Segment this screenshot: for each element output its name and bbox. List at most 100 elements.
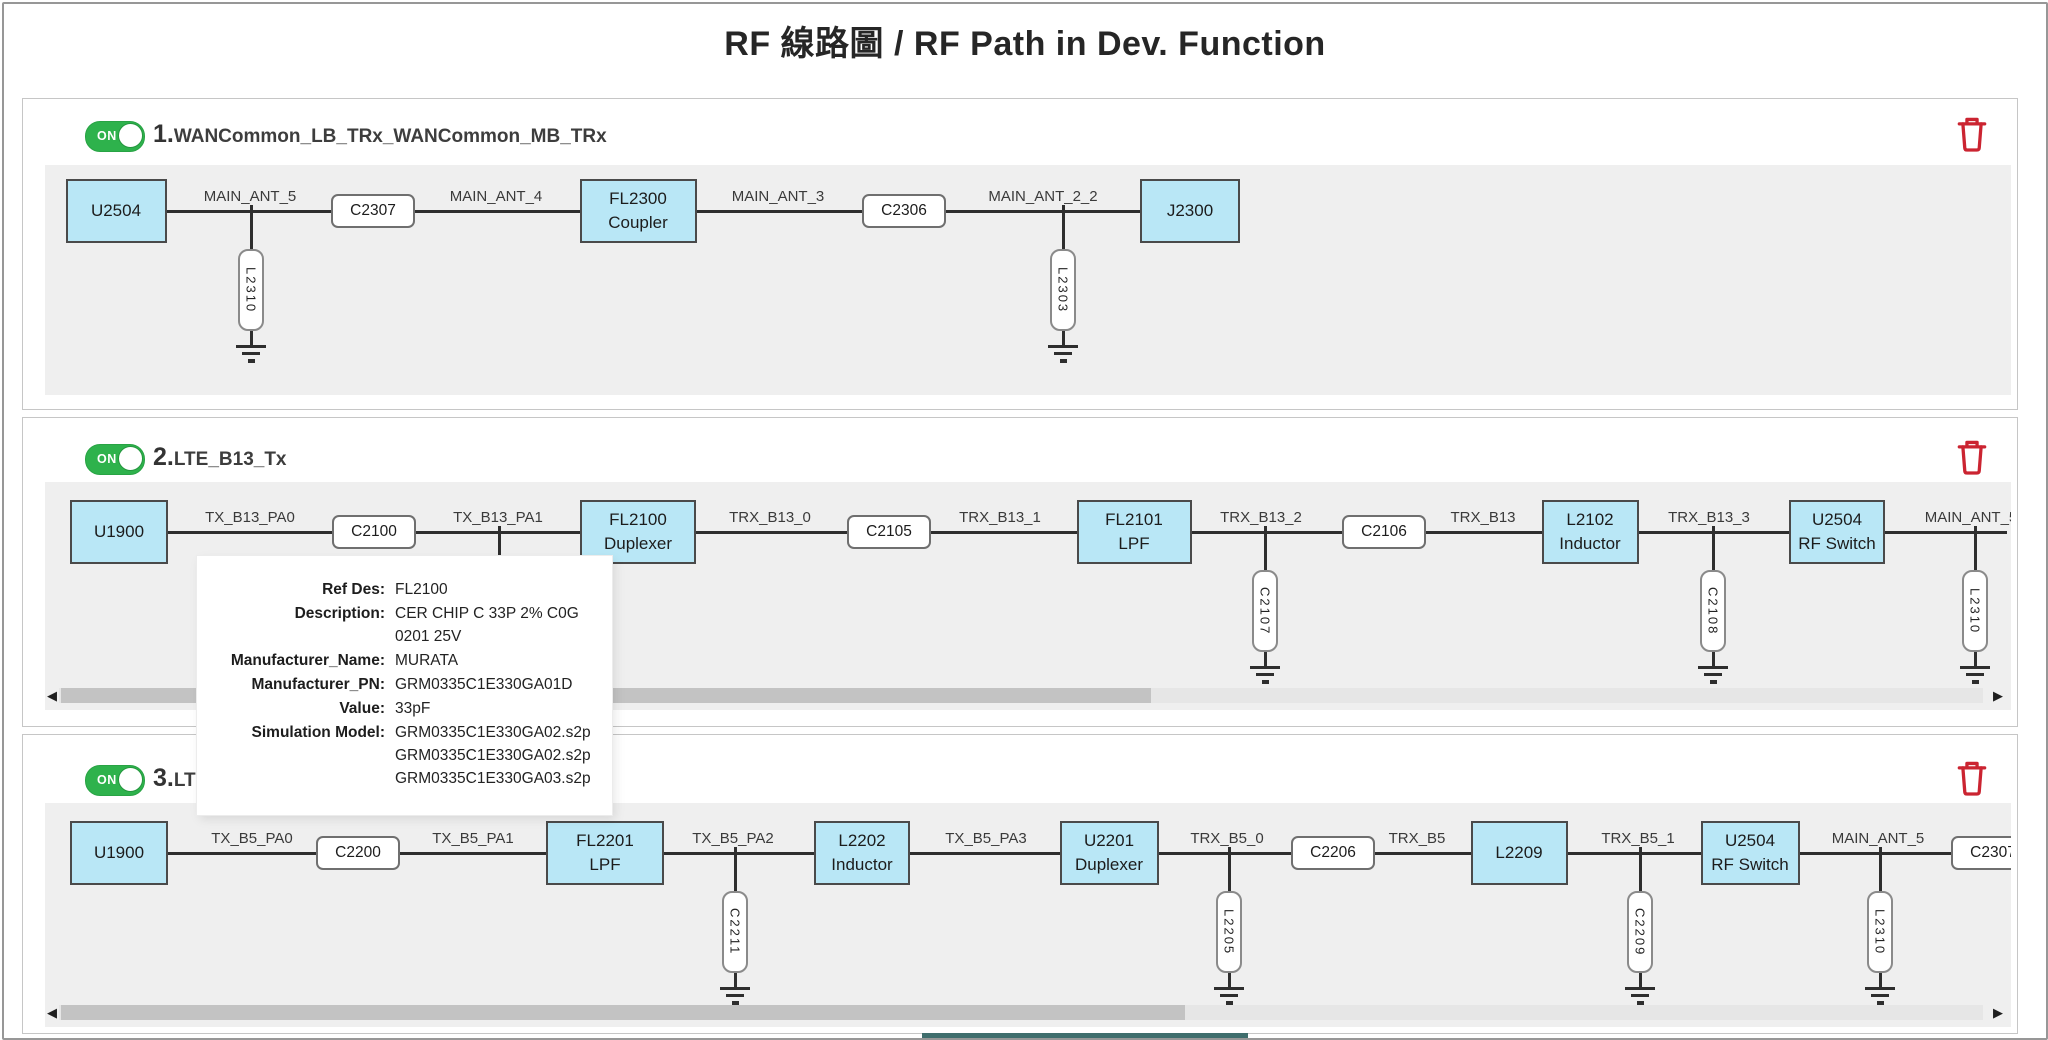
chip-label: FL2101: [1105, 510, 1163, 529]
series-component-C2105[interactable]: C2105: [847, 515, 931, 549]
scroll-right-arrow[interactable]: ▶: [1993, 688, 2003, 703]
series-component-C2200[interactable]: C2200: [316, 836, 400, 870]
delete-path-button[interactable]: [1955, 115, 1993, 157]
shunt-component-L2205[interactable]: L2205: [1216, 891, 1242, 973]
net-label: TRX_B13_0: [729, 509, 811, 526]
net-label: MAIN_ANT_3: [731, 188, 825, 205]
shunt-wire-top: [1228, 847, 1231, 891]
shunt-component-C2209[interactable]: C2209: [1627, 891, 1653, 973]
shunt-label: L2310: [1872, 908, 1888, 956]
scroll-left-arrow[interactable]: ◀: [47, 688, 57, 703]
tooltip-field-value: CER CHIP C 33P 2% C0G 0201 25V: [395, 602, 598, 648]
shunt-label: C2108: [1705, 586, 1721, 636]
ground-symbol: [1960, 666, 1990, 669]
chip-type-label: Coupler: [608, 213, 668, 232]
ground-symbol: [1698, 666, 1728, 669]
delete-path-button[interactable]: [1955, 759, 1993, 801]
shunt-component-L2303[interactable]: L2303: [1050, 249, 1076, 331]
delete-path-button[interactable]: [1955, 438, 1993, 480]
tooltip-field-value: 33pF: [395, 697, 598, 720]
component-chip-U1900[interactable]: U1900: [70, 821, 168, 885]
shunt-wire-bottom: [1712, 650, 1715, 666]
series-component-C2206[interactable]: C2206: [1291, 836, 1375, 870]
panel-number: 1.: [153, 120, 174, 148]
shunt-component-C2107[interactable]: C2107: [1252, 570, 1278, 652]
net-label: TRX_B13_3: [1668, 509, 1750, 526]
series-component-C2106[interactable]: C2106: [1342, 515, 1426, 549]
ground-symbol: [236, 345, 266, 348]
tooltip-field-label: Value:: [339, 700, 385, 717]
chip-label: L2102: [1566, 510, 1614, 529]
panel-title: 1.WANCommon_LB_TRx_WANCommon_MB_TRx: [153, 120, 607, 149]
tooltip-field-value: MURATA: [395, 649, 598, 672]
ground-symbol: [248, 359, 255, 363]
shunt-component-L2310[interactable]: L2310: [1867, 891, 1893, 973]
on-off-toggle[interactable]: ON: [85, 444, 145, 475]
on-off-toggle[interactable]: ON: [85, 121, 145, 152]
net-label: MAIN_ANT_5: [1831, 830, 1925, 847]
series-component-C2307[interactable]: C2307: [331, 194, 415, 228]
shunt-component-C2108[interactable]: C2108: [1700, 570, 1726, 652]
net-label: TRX_B13_1: [959, 509, 1041, 526]
ground-symbol: [1637, 1001, 1644, 1005]
tooltip-value-line: CER CHIP C 33P 2% C0G 0201 25V: [395, 605, 579, 645]
tooltip-field-label: Simulation Model:: [251, 724, 385, 741]
net-label: TX_B13_PA1: [453, 509, 543, 526]
shunt-wire-bottom: [1639, 971, 1642, 987]
horizontal-scrollbar-thumb[interactable]: [61, 1005, 1185, 1020]
scroll-right-arrow[interactable]: ▶: [1993, 1005, 2003, 1020]
chip-type-label: LPF: [589, 855, 621, 874]
scroll-left-arrow[interactable]: ◀: [47, 1005, 57, 1020]
ground-symbol: [1226, 1001, 1233, 1005]
ground-symbol: [1250, 666, 1280, 669]
series-component-C2100[interactable]: C2100: [332, 515, 416, 549]
tooltip-value-line: GRM0335C1E330GA02.s2p: [395, 724, 591, 741]
component-chip-J2300[interactable]: J2300: [1140, 179, 1240, 243]
component-chip-L2209[interactable]: L2209: [1470, 821, 1568, 885]
shunt-wire-top: [1264, 526, 1267, 570]
panel-number: 2.: [153, 443, 174, 471]
net-label: TX_B13_PA0: [205, 509, 295, 526]
component-chip-U1900[interactable]: U1900: [70, 500, 168, 564]
ground-symbol: [1871, 994, 1889, 997]
panel-header: ON 2.LTE_B13_Tx: [23, 418, 2017, 482]
chip-label: U1900: [93, 843, 145, 862]
net-label: MAIN_ANT_5: [1924, 509, 2011, 526]
shunt-wire-top: [1974, 526, 1977, 570]
series-component-C2307[interactable]: C2307: [1951, 836, 2011, 870]
trash-icon: [1955, 117, 1989, 157]
shunt-label: C2107: [1257, 586, 1273, 636]
net-label: TRX_B5: [1388, 830, 1446, 847]
chip-type-label: RF Switch: [1711, 855, 1789, 874]
shunt-component-C2211[interactable]: C2211: [722, 891, 748, 973]
tooltip-field-label: Manufacturer_PN:: [251, 676, 386, 693]
component-chip-U2504[interactable]: U2504: [65, 179, 167, 243]
shunt-wire-top: [250, 205, 253, 249]
panel-header: ON 1.WANCommon_LB_TRx_WANCommon_MB_TRx: [23, 99, 2017, 165]
trash-icon: [1955, 440, 1989, 480]
chip-label: U1900: [93, 522, 145, 541]
toggle-knob: [118, 123, 143, 148]
panel-title: 2.LTE_B13_Tx: [153, 443, 287, 472]
on-off-toggle[interactable]: ON: [85, 765, 145, 796]
series-component-C2306[interactable]: C2306: [862, 194, 946, 228]
shunt-component-L2310[interactable]: L2310: [1962, 570, 1988, 652]
ground-symbol: [1625, 987, 1655, 990]
toggle-knob: [118, 446, 143, 471]
shunt-component-L2310[interactable]: L2310: [238, 249, 264, 331]
chip-type-label: Inductor: [831, 855, 893, 874]
